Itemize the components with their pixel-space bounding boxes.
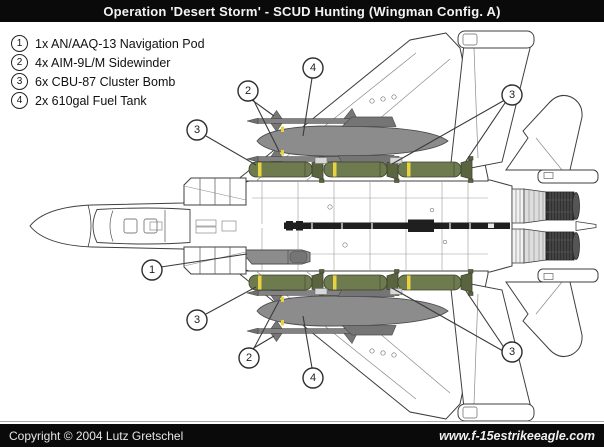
cockpit-details xyxy=(87,204,237,248)
fin-tip-pod xyxy=(457,30,535,49)
callout-circle-nav-pod xyxy=(141,259,163,281)
canopy xyxy=(92,207,191,245)
legend-item-cluster-bomb: 3 6x CBU-87 Cluster Bomb xyxy=(11,72,205,91)
callout-circle-fuel-tank-top xyxy=(302,57,324,79)
website-link[interactable]: www.f-15estrikeeagle.com xyxy=(439,428,595,443)
legend-number-1: 1 xyxy=(11,35,28,52)
legend-number-3: 3 xyxy=(11,73,28,90)
horizontal-stabilizer xyxy=(505,95,583,171)
fuel-tank xyxy=(256,125,449,157)
callout-number: 3 xyxy=(509,89,515,101)
cluster-bomb xyxy=(248,156,325,183)
callout-circle-sidewinders-bottom xyxy=(238,347,260,369)
legend-item-sidewinder: 2 4x AIM-9L/M Sidewinder xyxy=(11,53,205,72)
legend-number-2: 2 xyxy=(11,54,28,71)
fuselage-spine xyxy=(284,204,510,248)
legend-label-4: 2x 610gal Fuel Tank xyxy=(35,93,147,108)
callouts: 1 2 4 3 3 2 xyxy=(141,57,523,389)
footer-bar: Copyright © 2004 Lutz Gretschel www.f-15… xyxy=(0,424,604,447)
callout-number: 3 xyxy=(194,314,200,326)
tail-cone xyxy=(575,221,597,231)
callout-number: 1 xyxy=(149,264,155,276)
callout-circle-fuel-tank-bottom xyxy=(302,367,324,389)
title-bar: Operation 'Desert Storm' - SCUD Hunting … xyxy=(0,0,604,22)
callout-circle-cbu-front-bottom xyxy=(186,309,208,331)
callout-number: 3 xyxy=(509,346,515,358)
callout-number: 4 xyxy=(310,372,316,384)
fuselage-outline xyxy=(29,179,513,273)
callout-circle-cbu-rear-bottom xyxy=(501,341,523,363)
tail-boom xyxy=(537,169,599,184)
legend-label-3: 6x CBU-87 Cluster Bomb xyxy=(35,74,176,89)
callout-circle-cbu-front-top xyxy=(186,119,208,141)
legend-item-fuel-tank: 4 2x 610gal Fuel Tank xyxy=(11,91,205,110)
legend-item-nav-pod: 1 1x AN/AAQ-13 Navigation Pod xyxy=(11,34,205,53)
diagram-area: 1 2 4 3 3 2 xyxy=(0,22,604,424)
legend-number-4: 4 xyxy=(11,92,28,109)
legend-label-2: 4x AIM-9L/M Sidewinder xyxy=(35,55,171,70)
callout-circle-sidewinders-top xyxy=(237,80,259,102)
page-title: Operation 'Desert Storm' - SCUD Hunting … xyxy=(103,3,501,19)
stores-upper-half xyxy=(246,107,474,183)
legend-label-1: 1x AN/AAQ-13 Navigation Pod xyxy=(35,36,205,51)
callout-number: 2 xyxy=(245,85,251,97)
callout-circle-cbu-rear-top xyxy=(501,84,523,106)
callout-number: 4 xyxy=(310,62,316,74)
navigation-pod xyxy=(245,249,311,265)
engine-nozzle xyxy=(511,188,580,224)
bottom-divider xyxy=(0,421,604,422)
callout-number: 2 xyxy=(246,352,252,364)
callout-number: 3 xyxy=(194,124,200,136)
copyright-text: Copyright © 2004 Lutz Gretschel xyxy=(9,428,184,443)
legend: 1 1x AN/AAQ-13 Navigation Pod 2 4x AIM-9… xyxy=(11,34,205,110)
